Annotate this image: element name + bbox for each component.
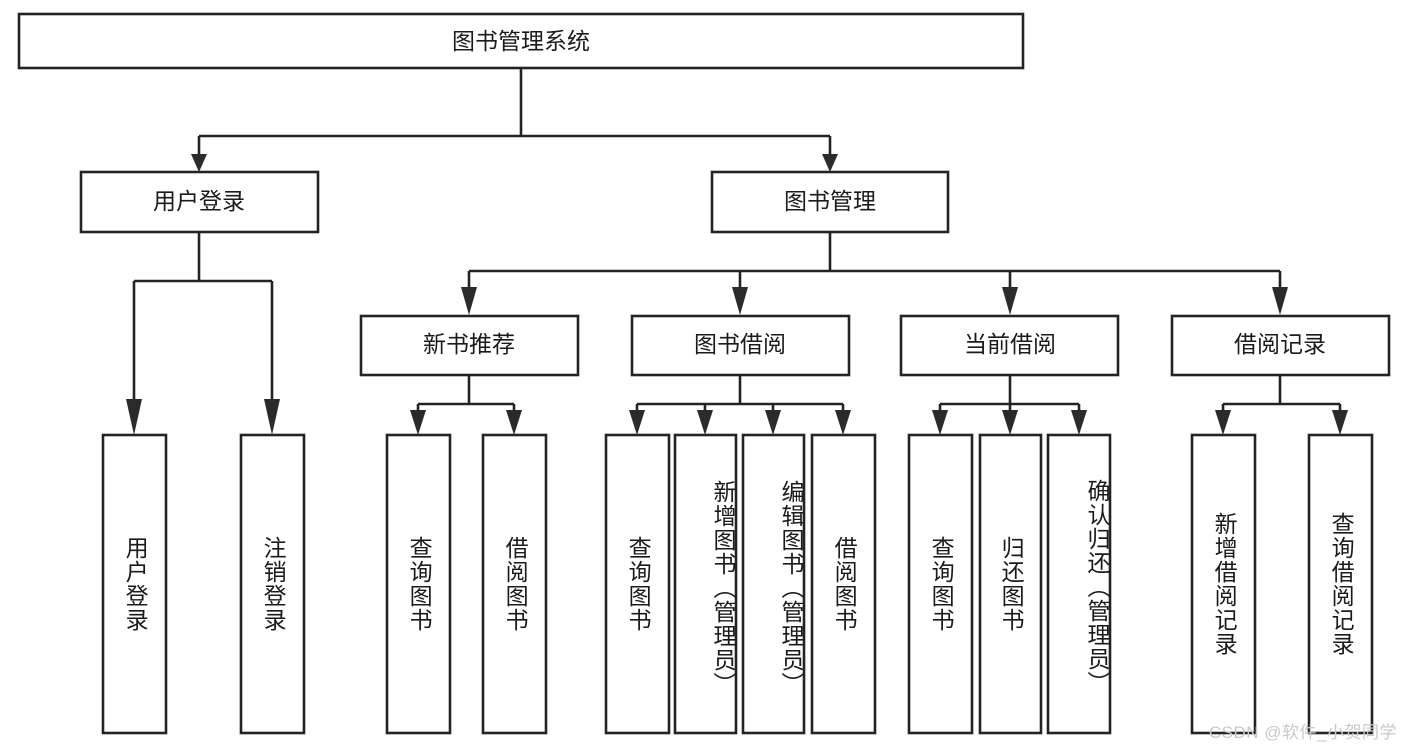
- leaf-box-logout-login[interactable]: [239, 433, 306, 735]
- arrow-head-leaf-borrow-book-a: [506, 410, 522, 435]
- node-current-borrow[interactable]: 当前借阅: [899, 314, 1120, 377]
- arrow-head-to-book-management: [822, 154, 838, 172]
- leaf-box-query-book-c[interactable]: [907, 433, 974, 735]
- leaf-box-confirm-return-admin[interactable]: [1046, 433, 1112, 735]
- node-borrow-record-box[interactable]: [1170, 314, 1391, 377]
- node-root-label: 图书管理系统: [452, 28, 590, 54]
- leaf-box-query-book-a[interactable]: [385, 433, 452, 735]
- leaf-box-query-borrow-record[interactable]: [1307, 433, 1374, 735]
- node-book-borrow[interactable]: 图书借阅: [630, 314, 851, 377]
- leaf-box-return-book[interactable]: [978, 433, 1043, 735]
- node-book-management-box[interactable]: [710, 170, 950, 234]
- node-book-management-label: 图书管理: [784, 188, 876, 214]
- arrow-head-leaf-add-book: [697, 410, 713, 435]
- leaf-boxes-group: [101, 433, 1374, 735]
- arrow-head-leaf-query-record: [1332, 410, 1348, 435]
- node-user-login[interactable]: 用户登录: [79, 170, 320, 234]
- arrow-head-leaf-confirm-return: [1071, 410, 1087, 435]
- arrow-head-leaf-add-record: [1215, 410, 1231, 435]
- leaf-box-add-book-admin[interactable]: [673, 433, 738, 735]
- node-book-borrow-box[interactable]: [630, 314, 851, 377]
- arrow-head-leaf-return-book: [1002, 410, 1018, 435]
- arrow-head-leaf-query-book-c: [932, 410, 948, 435]
- leaf-box-query-book-b[interactable]: [604, 433, 671, 735]
- arrow-head-to-book-borrow: [732, 287, 748, 315]
- arrow-head-leaf-query-book-a: [410, 410, 426, 435]
- arrow-head-leaf-user-login: [126, 399, 142, 435]
- connectors-group: [126, 68, 1348, 435]
- arrow-head-leaf-borrow-book-b: [835, 410, 851, 435]
- node-new-book-recommend-box[interactable]: [359, 314, 580, 377]
- node-user-login-box[interactable]: [79, 170, 320, 234]
- arrow-head-to-new-book-rec: [461, 287, 477, 315]
- leaf-box-borrow-book-b[interactable]: [810, 433, 877, 735]
- node-new-book-recommend-label: 新书推荐: [423, 331, 515, 357]
- arrow-head-to-current-borrow: [1002, 287, 1018, 315]
- arrow-head-leaf-edit-book: [765, 410, 781, 435]
- leaf-box-add-borrow-record[interactable]: [1190, 433, 1257, 735]
- node-user-login-label: 用户登录: [153, 188, 245, 214]
- arrow-head-leaf-query-book-b: [629, 410, 645, 435]
- node-new-book-recommend[interactable]: 新书推荐: [359, 314, 580, 377]
- node-borrow-record-label: 借阅记录: [1234, 331, 1326, 357]
- node-book-borrow-label: 图书借阅: [694, 331, 786, 357]
- leaf-box-borrow-book-a[interactable]: [481, 433, 548, 735]
- arrow-head-to-borrow-record: [1272, 287, 1288, 315]
- node-current-borrow-label: 当前借阅: [964, 331, 1056, 357]
- leaf-box-edit-book-admin[interactable]: [741, 433, 806, 735]
- node-current-borrow-box[interactable]: [899, 314, 1120, 377]
- node-borrow-record[interactable]: 借阅记录: [1170, 314, 1391, 377]
- node-book-management[interactable]: 图书管理: [710, 170, 950, 234]
- node-root-box[interactable]: [17, 12, 1025, 70]
- leaf-box-user-login[interactable]: [101, 433, 168, 735]
- csdn-watermark: CSDN @软件_小贺同学: [1208, 723, 1397, 742]
- node-root[interactable]: 图书管理系统: [17, 12, 1025, 70]
- arrow-head-leaf-logout: [264, 399, 280, 435]
- arrow-head-to-user-login: [191, 154, 207, 172]
